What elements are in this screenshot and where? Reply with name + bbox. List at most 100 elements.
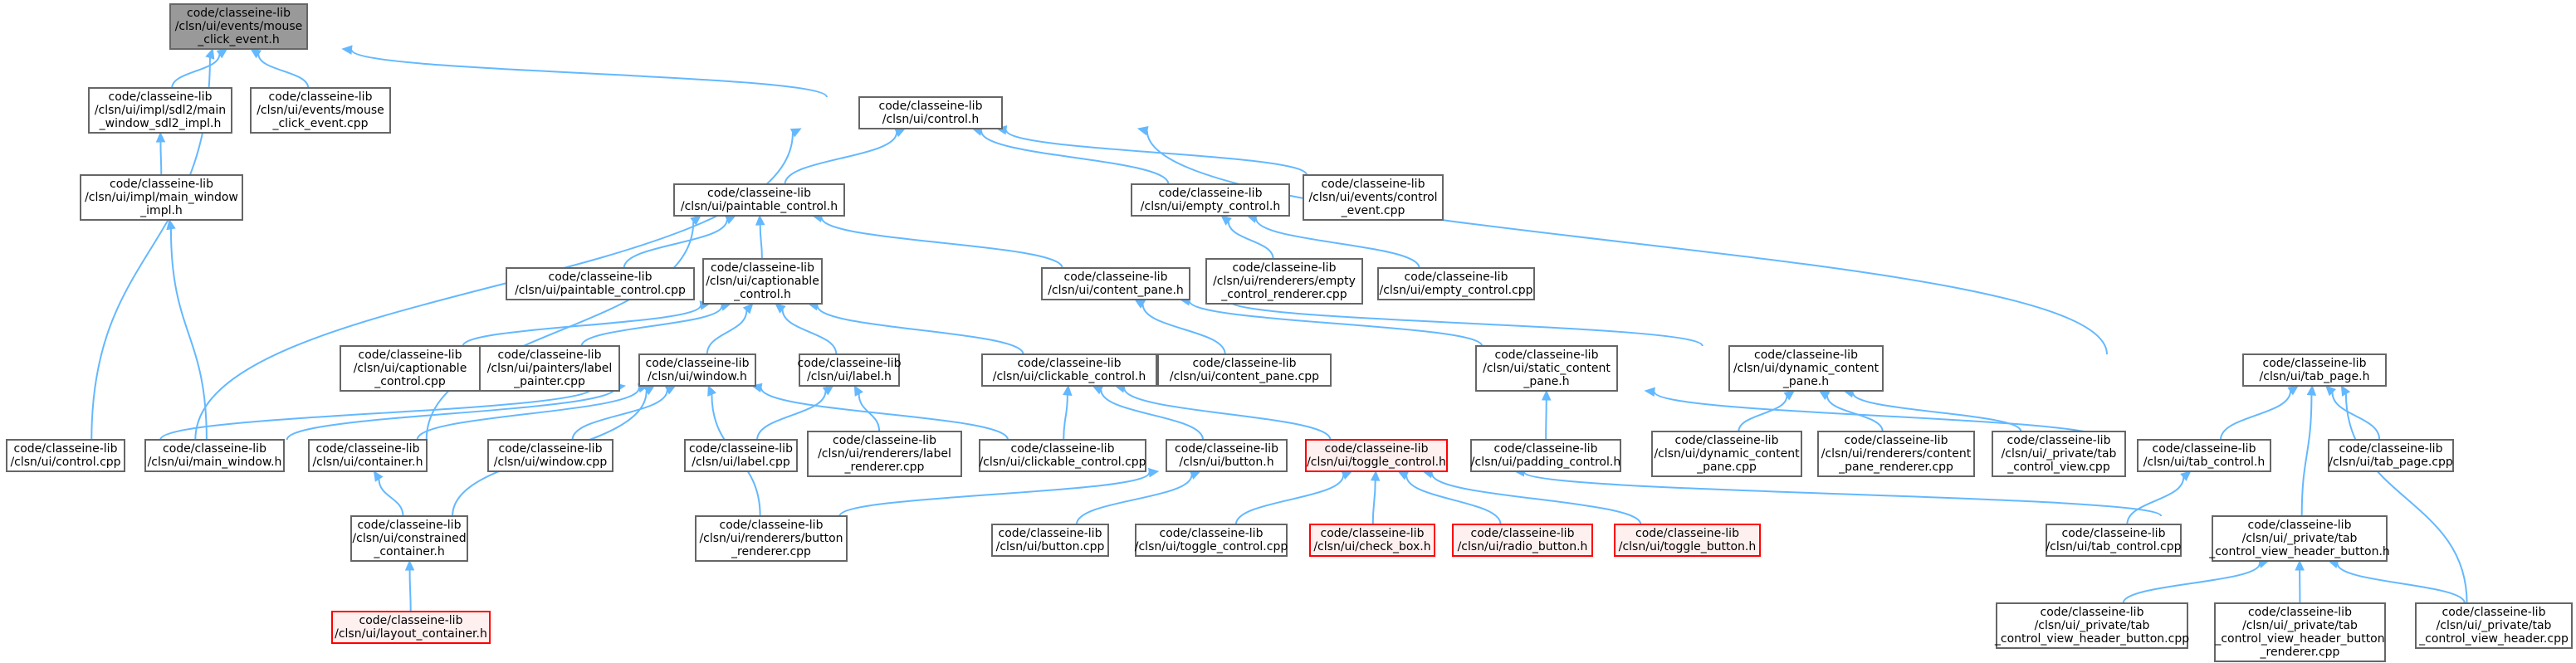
- node-radio-button-h[interactable]: code/classeine-lib/clsn/ui/radio_button.…: [1452, 524, 1593, 557]
- node-label-line: /clsn/ui/constrained: [352, 532, 466, 545]
- node-layout-container-h[interactable]: code/classeine-lib/clsn/ui/layout_contai…: [331, 611, 491, 644]
- node-label-line: _renderer.cpp: [844, 461, 925, 474]
- node-toggle-button-h[interactable]: code/classeine-lib/clsn/ui/toggle_button…: [1614, 524, 1761, 557]
- node-clickable-control-cpp[interactable]: code/classeine-lib/clsn/ui/clickable_con…: [979, 439, 1146, 472]
- node-paintable-control-cpp[interactable]: code/classeine-lib/clsn/ui/paintable_con…: [506, 267, 695, 300]
- node-control-event-cpp[interactable]: code/classeine-lib/clsn/ui/events/contro…: [1303, 174, 1444, 221]
- edge-main-window-sdl2-impl-h-to-mouse-click-event-h: [171, 48, 228, 89]
- node-label-line: /clsn/ui/_private/tab: [2242, 619, 2358, 632]
- node-constrained-container-h[interactable]: code/classeine-lib/clsn/ui/constrained_c…: [350, 515, 468, 562]
- edge-main-window-impl-h-to-main-window-sdl2-impl-h: [155, 131, 166, 176]
- node-empty-control-h[interactable]: code/classeine-lib/clsn/ui/empty_control…: [1131, 183, 1290, 217]
- node-container-h[interactable]: code/classeine-lib/clsn/ui/container.h: [308, 439, 428, 472]
- node-label-line: /clsn/ui/window.cpp: [494, 456, 608, 469]
- node-box: [1135, 524, 1288, 557]
- node-label-line: code/classeine-lib: [711, 261, 814, 275]
- node-dynamic-content-pane-h[interactable]: code/classeine-lib/clsn/ui/dynamic_conte…: [1728, 345, 1884, 392]
- node-static-content-pane-h[interactable]: code/classeine-lib/clsn/ui/static_conten…: [1475, 345, 1618, 392]
- node-label-line: /clsn/ui/label.cpp: [692, 456, 790, 469]
- node-label-line: /clsn/ui/button.h: [1179, 456, 1273, 469]
- node-main-window-h[interactable]: code/classeine-lib/clsn/ui/main_window.h: [144, 439, 285, 472]
- node-tab-control-view-cpp[interactable]: code/classeine-lib/clsn/ui/_private/tab_…: [1992, 431, 2126, 477]
- node-toggle-control-cpp[interactable]: code/classeine-lib/clsn/ui/toggle_contro…: [1135, 524, 1288, 557]
- node-box: [981, 353, 1157, 387]
- node-label-line: code/classeine-lib: [1233, 261, 1337, 275]
- node-button-h[interactable]: code/classeine-lib/clsn/ui/button.h: [1166, 439, 1288, 472]
- node-label-line: /clsn/ui/button.cpp: [996, 540, 1105, 553]
- node-box: [2214, 602, 2386, 662]
- node-label-renderer-cpp[interactable]: code/classeine-lib/clsn/ui/renderers/lab…: [807, 431, 962, 477]
- node-label-line: /clsn/ui/events/mouse: [175, 20, 303, 33]
- node-label-line: /clsn/ui/_private/tab: [2242, 532, 2358, 545]
- node-box: [2242, 353, 2387, 387]
- node-label-line: code/classeine-lib: [798, 357, 902, 370]
- node-label-line: _renderer.cpp: [2260, 646, 2340, 659]
- node-dynamic-content-pane-cpp[interactable]: code/classeine-lib/clsn/ui/dynamic_conte…: [1651, 431, 1802, 477]
- node-tab-control-cpp[interactable]: code/classeine-lib/clsn/ui/tab_control.c…: [2046, 524, 2182, 557]
- node-mouse-click-event-cpp[interactable]: code/classeine-lib/clsn/ui/events/mouse_…: [250, 87, 391, 134]
- node-label-line: code/classeine-lib: [498, 349, 602, 362]
- node-box: [80, 174, 243, 221]
- node-toggle-control-h[interactable]: code/classeine-lib/clsn/ui/toggle_contro…: [1305, 439, 1448, 472]
- edge-tab-control-view-header-cpp-to-tab-control-view-header-button-h: [2327, 558, 2466, 604]
- node-paintable-control-h[interactable]: code/classeine-lib/clsn/ui/paintable_con…: [673, 183, 845, 217]
- node-label-cpp[interactable]: code/classeine-lib/clsn/ui/label.cpp: [684, 439, 798, 472]
- edge-window-cpp-to-window-h: [571, 385, 677, 441]
- node-window-h[interactable]: code/classeine-lib/clsn/ui/window.h: [638, 353, 756, 387]
- node-label-line: code/classeine-lib: [1675, 434, 1779, 447]
- node-mouse-click-event-h[interactable]: code/classeine-lib/clsn/ui/events/mouse_…: [169, 3, 308, 50]
- node-tab-control-view-header-button-renderer-cpp[interactable]: code/classeine-lib/clsn/ui/_private/tab_…: [2214, 602, 2386, 662]
- node-control-h[interactable]: code/classeine-lib/clsn/ui/control.h: [858, 96, 1003, 129]
- node-label-line: _control_renderer.cpp: [1220, 288, 1347, 301]
- node-captionable-control-h[interactable]: code/classeine-lib/clsn/ui/captionable_c…: [702, 258, 823, 305]
- node-window-cpp[interactable]: code/classeine-lib/clsn/ui/window.cpp: [487, 439, 613, 472]
- node-layer: code/classeine-lib/clsn/ui/events/mouse _…: [6, 3, 2573, 662]
- node-label-line: /clsn/ui/layout_container.h: [335, 627, 487, 641]
- node-tab-control-view-header-button-cpp[interactable]: code/classeine-lib/clsn/ui/_private/tab_…: [1994, 602, 2189, 649]
- node-label-line: /clsn/ui/_private/tab: [2035, 619, 2150, 632]
- node-content-pane-h[interactable]: code/classeine-lib/clsn/ui/content_pane.…: [1041, 267, 1190, 300]
- node-label-line: _window_sdl2_impl.h: [99, 117, 222, 130]
- node-empty-control-renderer-cpp[interactable]: code/classeine-lib/clsn/ui/renderers/emp…: [1205, 258, 1363, 305]
- node-label-line: /clsn/ui/_private/tab: [2002, 447, 2117, 461]
- node-button-renderer-cpp[interactable]: code/classeine-lib/clsn/ui/renderers/but…: [695, 515, 848, 562]
- node-label-line: /clsn/ui/impl/main_window: [85, 191, 238, 204]
- node-box: [331, 611, 491, 644]
- node-content-pane-cpp[interactable]: code/classeine-lib/clsn/ui/content_pane.…: [1157, 353, 1332, 387]
- node-box: [350, 515, 468, 562]
- node-check-box-h[interactable]: code/classeine-lib/clsn/ui/check_box.h: [1309, 524, 1435, 557]
- node-label-line: code/classeine-lib: [720, 519, 824, 532]
- node-label-line: code/classeine-lib: [1011, 442, 1115, 456]
- node-clickable-control-h[interactable]: code/classeine-lib/clsn/ui/clickable_con…: [981, 353, 1157, 387]
- node-label-h[interactable]: code/classeine-lib/clsn/ui/label.h: [798, 353, 902, 387]
- node-box: [2137, 439, 2271, 472]
- node-content-pane-renderer-cpp[interactable]: code/classeine-lib/clsn/ui/renderers/con…: [1817, 431, 1975, 477]
- node-main-window-sdl2-impl-h[interactable]: code/classeine-lib/clsn/ui/impl/sdl2/mai…: [88, 87, 232, 134]
- node-label-line: _control_view_header.cpp: [2418, 632, 2569, 646]
- node-tab-control-view-header-button-h[interactable]: code/classeine-lib/clsn/ui/_private/tab_…: [2208, 515, 2390, 562]
- node-label-painter-cpp[interactable]: code/classeine-lib/clsn/ui/painters/labe…: [479, 345, 620, 392]
- edge-dynamic-content-pane-cpp-to-dynamic-content-pane-h: [1738, 390, 1796, 432]
- node-captionable-control-cpp[interactable]: code/classeine-lib/clsn/ui/captionable_c…: [340, 345, 481, 392]
- node-box: [144, 439, 285, 472]
- node-main-window-impl-h[interactable]: code/classeine-lib/clsn/ui/impl/main_win…: [80, 174, 243, 221]
- node-box: [807, 431, 962, 477]
- node-button-cpp[interactable]: code/classeine-lib/clsn/ui/button.cpp: [991, 524, 1109, 557]
- node-tab-control-h[interactable]: code/classeine-lib/clsn/ui/tab_control.h: [2137, 439, 2271, 472]
- node-label-line: _control_view_header_button.cpp: [1994, 632, 2189, 646]
- node-padding-control-h[interactable]: code/classeine-lib/clsn/ui/padding_contr…: [1470, 439, 1621, 472]
- node-label-line: code/classeine-lib: [1494, 442, 1598, 456]
- edge-label-renderer-cpp-to-label-h: [853, 384, 881, 432]
- node-control-cpp[interactable]: code/classeine-lib/clsn/ui/control.cpp: [6, 439, 125, 472]
- node-box: [1651, 431, 1802, 477]
- edge-main-window-h-to-window-h: [286, 383, 626, 441]
- node-box: [340, 345, 481, 392]
- node-tab-page-h[interactable]: code/classeine-lib/clsn/ui/tab_page.h: [2242, 353, 2387, 387]
- edge-window-h-to-captionable-control-h: [706, 303, 754, 355]
- node-label-line: _control.cpp: [374, 375, 446, 388]
- node-tab-page-cpp[interactable]: code/classeine-lib/clsn/ui/tab_page.cpp: [2328, 439, 2454, 472]
- node-label-line: /clsn/ui/impl/sdl2/main: [95, 104, 226, 117]
- node-empty-control-cpp[interactable]: code/classeine-lib/clsn/ui/empty_control…: [1377, 267, 1535, 300]
- node-tab-control-view-header-cpp[interactable]: code/classeine-lib/clsn/ui/_private/tab_…: [2415, 602, 2573, 649]
- node-label-line: /clsn/ui/toggle_control.cpp: [1135, 540, 1288, 553]
